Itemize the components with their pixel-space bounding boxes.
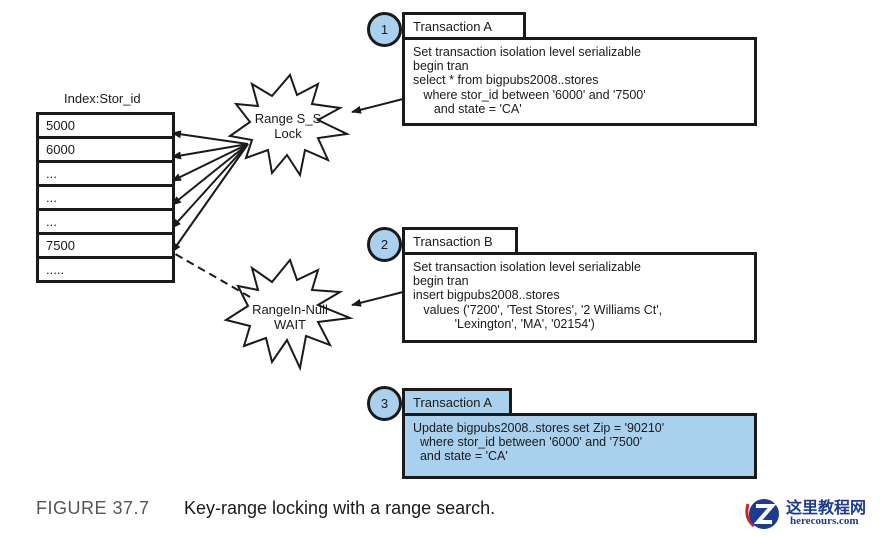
wait-label-line2: WAIT: [273, 317, 306, 332]
arrow-to-row-5000: [171, 130, 249, 145]
rangein-null-wait-label: RangeIn-Null WAIT: [240, 302, 340, 332]
arrow-to-row-6000: [171, 143, 249, 160]
range-ss-lock-label: Range S_S Lock: [238, 111, 338, 141]
lock-label-line1: Range S_S: [254, 111, 322, 126]
index-table: 5000 6000 ... ... ... 7500 .....: [36, 112, 175, 283]
step-2-circle: 2: [367, 227, 402, 262]
step-2-code: Set transaction isolation level serializ…: [402, 252, 757, 343]
arrow-to-row-4: [171, 143, 249, 206]
index-row: ...: [39, 160, 172, 184]
arrow-txb-to-wait: [351, 291, 404, 307]
step-1-title: Transaction A: [402, 12, 526, 37]
index-row: ...: [39, 208, 172, 232]
dashed-wait-arrow: [103, 212, 251, 298]
index-row: 6000: [39, 136, 172, 160]
figure-caption: Key-range locking with a range search.: [184, 498, 496, 518]
index-row: 5000: [46, 118, 75, 133]
rangein-null-wait-star: [223, 257, 354, 372]
figure-number: FIGURE 37.7: [36, 498, 150, 518]
watermark-en: herecours.com: [790, 515, 859, 527]
step-3-title: Transaction A: [402, 388, 512, 413]
lock-arrows: [171, 130, 249, 253]
index-row: ...: [39, 184, 172, 208]
step-3-circle: 3: [367, 386, 402, 421]
step-1-code: Set transaction isolation level serializ…: [402, 37, 757, 126]
step-3-code: Update bigpubs2008..stores set Zip = '90…: [402, 413, 757, 479]
arrow-to-row-7500: [171, 143, 249, 253]
index-label: Index:Stor_id: [64, 91, 141, 106]
range-ss-lock-star: [227, 73, 351, 178]
watermark-logo-icon: [745, 499, 779, 529]
watermark-cn: 这里教程网: [786, 498, 867, 517]
wait-label-line1: RangeIn-Null: [252, 302, 328, 317]
step-1-circle: 1: [367, 12, 402, 47]
index-row: 7500: [39, 232, 172, 256]
step-2-title: Transaction B: [402, 227, 518, 252]
arrow-txa-to-lock: [351, 98, 404, 114]
lock-label-line2: Lock: [274, 126, 302, 141]
arrow-to-row-3: [171, 143, 249, 182]
arrow-to-row-5: [171, 143, 249, 229]
index-row: .....: [39, 256, 172, 280]
